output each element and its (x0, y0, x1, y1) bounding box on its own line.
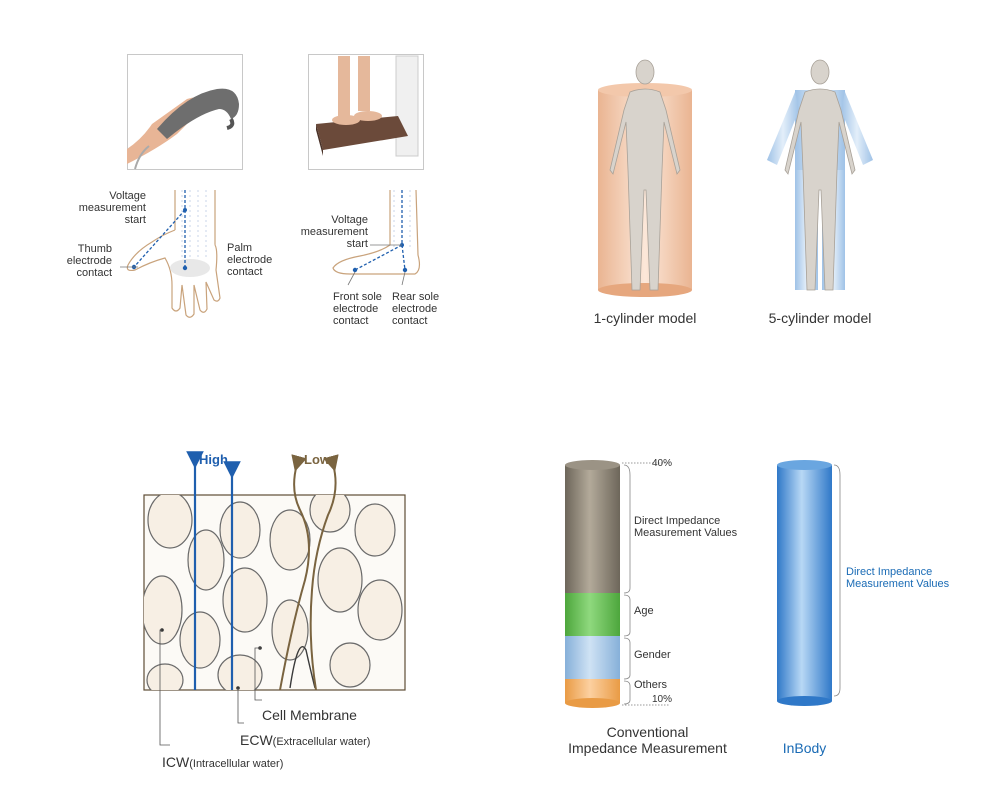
bottom-percent-label: 10% (652, 694, 673, 705)
gender-label: Gender (634, 649, 671, 661)
age-label: Age (634, 605, 654, 617)
five-cylinder-figure (767, 59, 873, 291)
inbody-direct-label: Direct Impedance Measurement Values (846, 566, 950, 590)
icw-main: ICW (162, 754, 190, 770)
front-sole-label: Front sole electrode contact (333, 291, 382, 327)
cell-membrane-label: Cell Membrane (262, 691, 357, 723)
tissue-panel: High Low Cell Membrane ECW(Extracellular… (0, 440, 480, 770)
five-cylinder-caption: 5-cylinder model (768, 310, 872, 326)
body-silhouette (609, 59, 681, 291)
others-label: Others (634, 679, 668, 691)
segment-brackets (623, 464, 631, 705)
foot-platform-photo (308, 54, 424, 170)
one-cylinder-caption: 1-cylinder model (593, 310, 697, 326)
segment-gender (565, 636, 620, 679)
hand-grip-photo (127, 54, 243, 170)
low-frequency-label: Low (304, 452, 331, 467)
thumb-contact-label: Thumb electrode contact (66, 243, 112, 279)
foot-diagram (332, 190, 421, 286)
conventional-caption: Conventional Impedance Measurement (568, 724, 727, 756)
cylinder-model-panel: 1-cylinder model 5-cylinder model (540, 40, 960, 340)
hand-voltage-label: Voltage measurement start (78, 190, 146, 226)
rear-sole-label: Rear sole electrode contact (392, 291, 440, 327)
inbody-bracket (833, 464, 841, 697)
one-cylinder-figure (598, 59, 692, 297)
body-silhouette (784, 59, 856, 291)
ecw-main: ECW (240, 732, 273, 748)
electrode-panel: Voltage measurement start Thumb electrod… (0, 0, 480, 360)
tissue-diagram: High Low (143, 451, 406, 691)
top-percent-label: 40% (652, 458, 673, 469)
ecw-sub: (Extracellular water) (272, 736, 371, 748)
inbody-cylinder (777, 460, 832, 706)
foot-voltage-label: Voltage measurement start (300, 214, 368, 250)
ecw-label: ECW(Extracellular water) (240, 716, 370, 750)
direct-impedance-label: Direct Impedance Measurement Values (634, 515, 738, 539)
conventional-cylinder (565, 460, 670, 708)
segment-age (565, 593, 620, 636)
hand-diagram (120, 190, 221, 318)
inbody-caption: InBody (782, 740, 827, 756)
segment-direct (565, 465, 620, 593)
high-frequency-label: High (199, 452, 228, 467)
impedance-panel: 40% 10% Direct Impedance Measurement Val… (540, 440, 980, 780)
icw-label: ICW(Intracellular water) (162, 738, 283, 772)
cell-membrane-text: Cell Membrane (262, 707, 357, 723)
icw-sub: (Intracellular water) (189, 758, 284, 770)
palm-contact-label: Palm electrode contact (227, 242, 273, 278)
